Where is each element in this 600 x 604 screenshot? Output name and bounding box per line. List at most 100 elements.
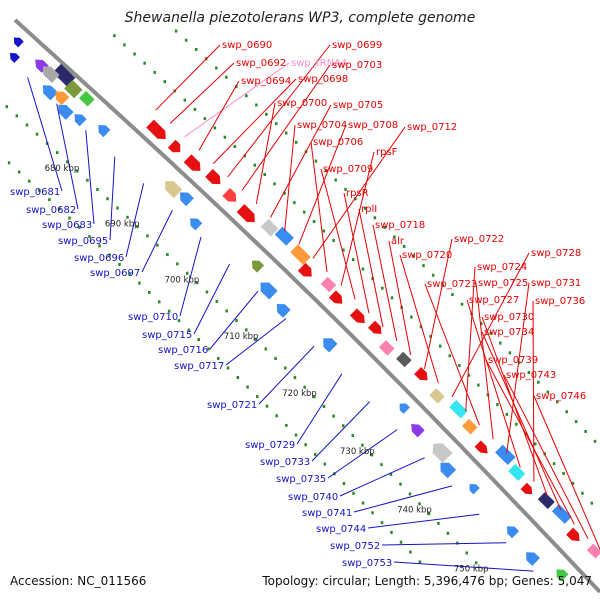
reverse-gene-block: [252, 260, 265, 273]
scale-dot: [48, 198, 51, 202]
scale-dot: [354, 197, 357, 201]
reverse-gene-block: [411, 424, 425, 438]
scale-dot: [263, 173, 266, 177]
scale-tick-label: 730 kbp: [340, 447, 375, 457]
reverse-gene-label: swp_0695: [58, 236, 108, 247]
forward-gene-block: [236, 204, 255, 223]
forward-gene-label: swp_0731: [531, 278, 581, 289]
forward-gene-label: swp_0730: [484, 312, 534, 323]
scale-dot: [223, 135, 227, 139]
reverse-gene-block: [469, 484, 480, 495]
scale-dot: [274, 356, 277, 360]
reverse-gene-label: swp_0681: [10, 187, 60, 198]
scale-dot: [390, 296, 394, 300]
scale-dot: [284, 131, 288, 135]
reverse-gene-block: [556, 569, 569, 582]
topology-text: Topology: circular; Length: 5,396,476 bp…: [262, 574, 592, 588]
label-callout-line: [503, 374, 589, 539]
reverse-gene-block: [42, 66, 60, 83]
forward-gene-block: [449, 400, 468, 419]
scale-dot: [565, 410, 568, 414]
scale-dot: [571, 481, 575, 485]
scale-dot: [590, 501, 594, 505]
scale-dot: [177, 319, 181, 323]
reverse-gene-label: swp_0729: [245, 440, 295, 451]
label-callout-line: [109, 156, 116, 241]
forward-gene-block: [378, 340, 395, 356]
forward-gene-block: [52, 63, 76, 87]
scale-dot: [361, 267, 365, 271]
scale-dot: [194, 47, 198, 51]
scale-dot: [383, 225, 386, 229]
reverse-gene-label: swp_0715: [142, 330, 192, 341]
scale-dot: [334, 178, 337, 182]
scale-dot: [429, 334, 432, 338]
scale-dot: [373, 216, 377, 220]
scale-dot: [7, 161, 11, 165]
reverse-gene-label: swp_0752: [330, 541, 380, 552]
scale-dot: [344, 187, 347, 191]
scale-dot: [275, 414, 278, 418]
forward-gene-label: rplI: [361, 204, 377, 215]
scale-dot: [217, 356, 220, 360]
forward-gene-label: swp_0692: [236, 58, 286, 69]
scale-dot: [156, 243, 159, 247]
label-callout-line: [184, 62, 290, 138]
scale-dot: [546, 390, 550, 394]
scale-dot: [86, 178, 89, 182]
label-callout-line: [358, 208, 384, 328]
scale-dot: [246, 385, 249, 389]
scale-dot: [422, 264, 425, 268]
label-callout-line: [258, 345, 315, 405]
scale-dot: [581, 491, 584, 495]
forward-gene-block: [274, 226, 294, 246]
reverse-gene-label: swp_0744: [316, 524, 366, 535]
forward-gene-label: rpsF: [376, 147, 398, 158]
scale-dot: [5, 105, 9, 109]
scale-dot: [264, 347, 268, 351]
scale-dot: [108, 253, 111, 257]
forward-gene-block: [586, 543, 600, 559]
label-callout-line: [27, 77, 63, 192]
reverse-gene-block: [179, 192, 194, 207]
reverse-gene-block: [432, 443, 453, 463]
scale-dot: [534, 442, 537, 446]
label-callout-line: [193, 263, 230, 335]
reverse-gene-label: swp_0716: [158, 345, 208, 356]
forward-gene-label: swp_tRNA4: [291, 58, 347, 69]
scale-dot: [88, 235, 91, 239]
forward-gene-block: [260, 218, 279, 237]
forward-gene-label: swp_0718: [375, 220, 425, 231]
scale-dot: [393, 235, 396, 239]
reverse-gene-label: swp_0682: [26, 205, 76, 216]
scale-dot: [314, 159, 318, 163]
forward-gene-block: [508, 463, 526, 481]
reverse-gene-block: [260, 282, 278, 300]
scale-dot: [187, 328, 191, 332]
reverse-gene-block: [323, 338, 338, 353]
scale-dot: [322, 404, 326, 408]
scale-dot: [126, 215, 129, 219]
scale-dot: [225, 309, 228, 313]
scale-dot: [185, 271, 189, 275]
forward-gene-block: [396, 351, 412, 368]
reverse-gene-block: [190, 218, 203, 231]
scale-dot: [410, 315, 413, 319]
scale-dot: [380, 463, 383, 467]
label-callout-line: [340, 151, 375, 286]
scale-dot: [205, 290, 209, 294]
scale-dot: [284, 366, 287, 370]
scale-dot: [265, 112, 268, 116]
scale-dot: [399, 540, 403, 544]
scale-dot: [148, 290, 151, 294]
label-callout-line: [141, 209, 173, 273]
scale-dot: [505, 412, 509, 416]
scale-dot: [418, 560, 422, 564]
forward-gene-label: swp_0698: [298, 74, 348, 85]
scale-tick-label: 680 kbp: [45, 164, 80, 174]
scale-dot: [235, 318, 238, 322]
forward-gene-block: [474, 440, 488, 454]
map-title: Shewanella piezotolerans WP3, complete g…: [124, 10, 476, 26]
scale-dot: [537, 380, 540, 384]
scale-dot: [245, 94, 248, 98]
